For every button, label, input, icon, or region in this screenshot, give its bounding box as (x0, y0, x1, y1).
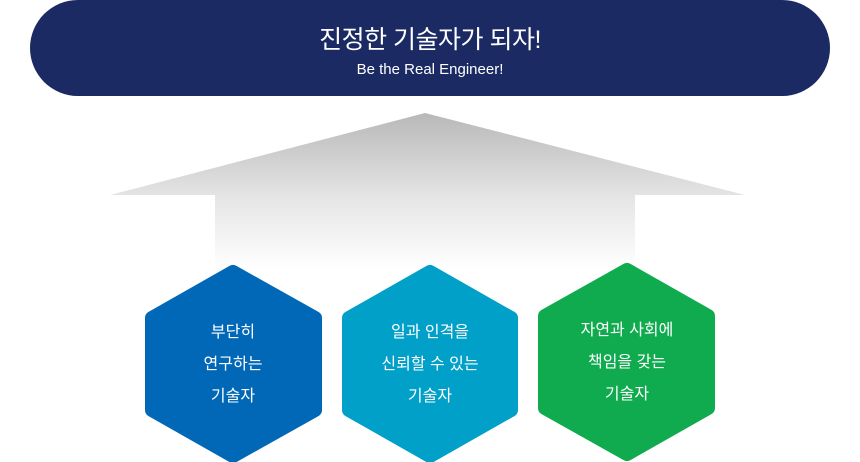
hexagon-responsibility-text: 자연과 사회에 책임을 갖는 기술자 (537, 315, 717, 411)
banner-subtitle: Be the Real Engineer! (356, 61, 504, 78)
banner-title: 진정한 기술자가 되자! (319, 26, 541, 54)
hex-line: 책임을 갖는 (587, 354, 667, 371)
hexagon-trust-text: 일과 인격을 신뢰할 수 있는 기술자 (340, 317, 520, 413)
hex-line: 기술자 (407, 388, 453, 405)
hex-line: 연구하는 (203, 356, 263, 373)
hexagon-research-text: 부단히 연구하는 기술자 (143, 317, 323, 413)
motto-banner: 진정한 기술자가 되자! Be the Real Engineer! (30, 0, 830, 96)
hex-line: 일과 인격을 (390, 324, 470, 341)
hexagon-research (145, 265, 322, 462)
hexagon-responsibility (538, 263, 715, 461)
hex-line: 기술자 (604, 386, 650, 403)
up-arrow (110, 113, 745, 270)
hex-line: 자연과 사회에 (580, 322, 674, 339)
hexagon-trust (342, 265, 518, 462)
hex-line: 기술자 (210, 388, 256, 405)
hex-line: 신뢰할 수 있는 (381, 356, 479, 373)
hex-line: 부단히 (210, 324, 256, 341)
